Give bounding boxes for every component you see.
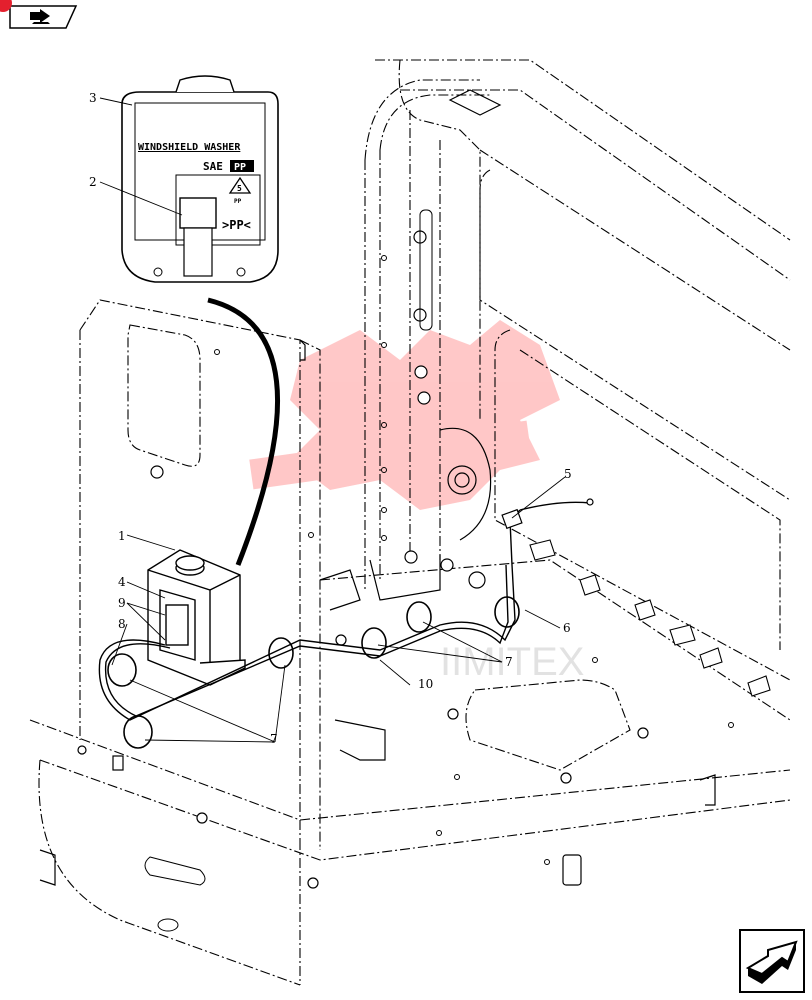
frame-bolts: [77, 230, 649, 889]
inset-leader-arc: [207, 297, 281, 566]
recycle-icon: [228, 176, 252, 194]
page-indicator-dot: [0, 0, 12, 12]
inset-title: WINDSHIELD WASHER: [138, 142, 241, 153]
washer-tank: [147, 549, 246, 686]
watermark-text: IIMITEX: [440, 640, 584, 684]
washer-tank-inset: [121, 75, 279, 283]
callout-leaders: [99, 97, 566, 743]
inset-sae-text: SAE: [203, 160, 223, 173]
watermark-logo: [249, 320, 560, 510]
callout-6: 6: [563, 621, 571, 635]
callout-2: 2: [89, 175, 97, 189]
inset-recycle-code: PP: [234, 198, 242, 205]
callout-5: 5: [564, 467, 572, 481]
callout-10: 10: [418, 677, 433, 691]
back-arrow-icon: [9, 5, 78, 29]
callout-7a: 7: [505, 655, 513, 669]
cab-frame-solid: [39, 89, 716, 886]
inset-recycle-number: 5: [237, 184, 242, 193]
washer-nozzle: [501, 498, 594, 530]
previous-page-button[interactable]: [4, 4, 78, 30]
forward-arrow-icon: [739, 929, 805, 993]
callout-1: 1: [118, 529, 126, 543]
callout-3: 3: [89, 91, 97, 105]
wall-clips: [529, 539, 771, 697]
washer-hoses: [98, 501, 591, 749]
next-page-button[interactable]: [738, 928, 806, 994]
inset-material-mark: >PP<: [222, 218, 251, 232]
frame-holes: [144, 209, 734, 932]
callout-8: 8: [118, 617, 126, 631]
inset-pp-badge-box: [230, 160, 254, 172]
callout-4: 4: [118, 575, 126, 589]
callout-9: 9: [118, 596, 126, 610]
inset-pp-badge: PP: [234, 162, 246, 173]
cab-frame: [29, 59, 791, 986]
callout-7b: 7: [270, 732, 278, 746]
